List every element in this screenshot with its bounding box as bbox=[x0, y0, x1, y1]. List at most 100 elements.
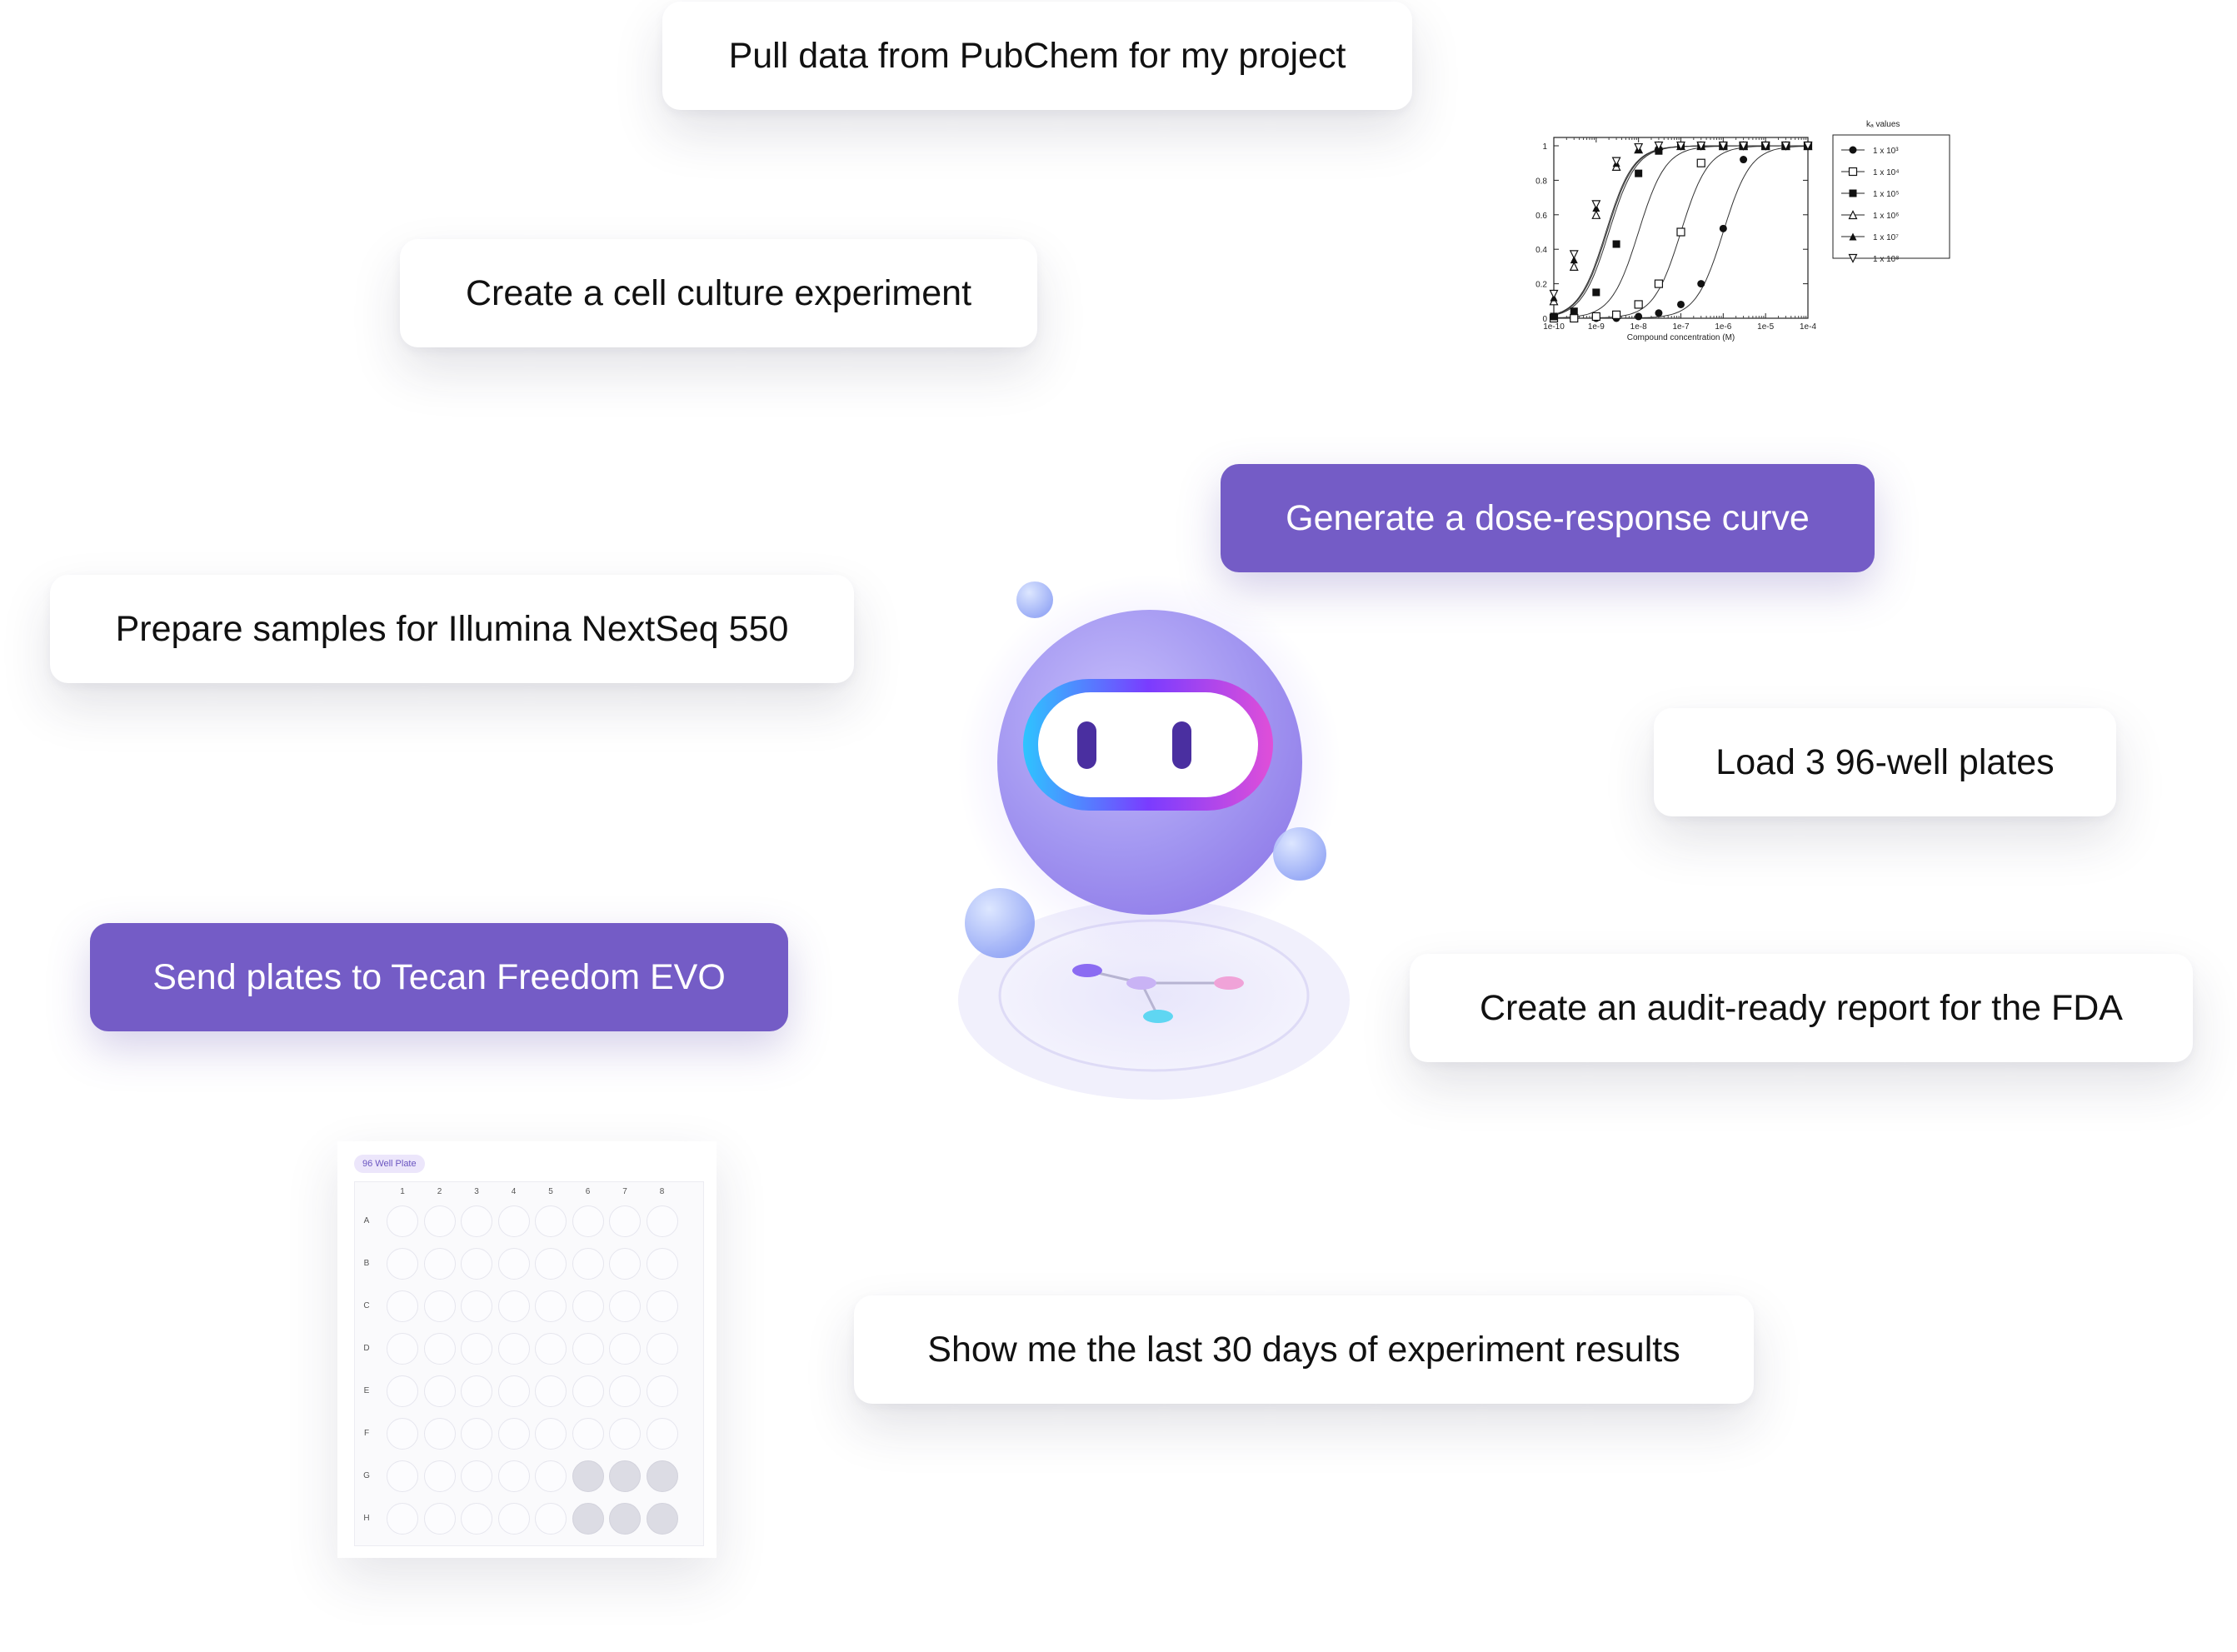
well-B8[interactable] bbox=[646, 1248, 678, 1280]
well-F4[interactable] bbox=[497, 1418, 530, 1450]
well-E8[interactable] bbox=[646, 1375, 678, 1407]
x-tick-label: 1e-5 bbox=[1757, 322, 1774, 332]
well-G3[interactable] bbox=[461, 1460, 492, 1492]
prompt-chip-cell-culture[interactable]: Create a cell culture experiment bbox=[400, 239, 1037, 347]
well-A2[interactable] bbox=[423, 1205, 456, 1237]
well-A1[interactable] bbox=[387, 1205, 418, 1237]
data-point bbox=[1696, 141, 1706, 151]
data-point bbox=[1591, 200, 1601, 210]
well-A7[interactable] bbox=[609, 1205, 641, 1237]
prompt-chip-last-30-days[interactable]: Show me the last 30 days of experiment r… bbox=[854, 1295, 1754, 1404]
well-D5[interactable] bbox=[535, 1333, 567, 1365]
well-C2[interactable] bbox=[423, 1290, 456, 1322]
well-B4[interactable] bbox=[497, 1248, 530, 1280]
well-A8[interactable] bbox=[646, 1205, 678, 1237]
well-G5[interactable] bbox=[535, 1460, 567, 1492]
well-H2[interactable] bbox=[423, 1503, 456, 1535]
legend-label: 1 x 10⁴ bbox=[1873, 168, 1900, 177]
well-A3[interactable] bbox=[461, 1205, 492, 1237]
well-H1[interactable] bbox=[387, 1503, 418, 1535]
well-E6[interactable] bbox=[572, 1375, 604, 1407]
well-B1[interactable] bbox=[387, 1248, 418, 1280]
data-point bbox=[1570, 307, 1578, 316]
well-H4[interactable] bbox=[497, 1503, 530, 1535]
well-E1[interactable] bbox=[387, 1375, 418, 1407]
well-G8[interactable] bbox=[646, 1460, 678, 1492]
well-E3[interactable] bbox=[461, 1375, 492, 1407]
data-point bbox=[1550, 312, 1558, 321]
well-A6[interactable] bbox=[572, 1205, 604, 1237]
data-point bbox=[1569, 250, 1579, 260]
data-point bbox=[1591, 209, 1601, 219]
well-B6[interactable] bbox=[572, 1248, 604, 1280]
well-C3[interactable] bbox=[461, 1290, 492, 1322]
well-F3[interactable] bbox=[461, 1418, 492, 1450]
data-point bbox=[1780, 141, 1790, 151]
well-F6[interactable] bbox=[572, 1418, 604, 1450]
well-D1[interactable] bbox=[387, 1333, 418, 1365]
well-F2[interactable] bbox=[423, 1418, 456, 1450]
well-F5[interactable] bbox=[535, 1418, 567, 1450]
x-tick-label: 1e-7 bbox=[1672, 322, 1689, 332]
plate-row-label: B bbox=[363, 1259, 370, 1268]
well-B2[interactable] bbox=[423, 1248, 456, 1280]
well-E5[interactable] bbox=[535, 1375, 567, 1407]
plate-row-label: F bbox=[363, 1429, 370, 1438]
well-G1[interactable] bbox=[387, 1460, 418, 1492]
well-G6[interactable] bbox=[572, 1460, 604, 1492]
well-C4[interactable] bbox=[497, 1290, 530, 1322]
y-tick-label: 0.6 bbox=[1535, 212, 1547, 221]
prompt-chip-tecan[interactable]: Send plates to Tecan Freedom EVO bbox=[90, 923, 788, 1031]
well-H7[interactable] bbox=[609, 1503, 641, 1535]
prompt-chip-illumina[interactable]: Prepare samples for Illumina NextSeq 550 bbox=[50, 575, 854, 683]
data-point bbox=[1677, 300, 1685, 308]
well-C5[interactable] bbox=[535, 1290, 567, 1322]
data-point bbox=[1549, 289, 1559, 299]
well-G4[interactable] bbox=[497, 1460, 530, 1492]
well-H3[interactable] bbox=[461, 1503, 492, 1535]
well-F7[interactable] bbox=[609, 1418, 641, 1450]
well-A5[interactable] bbox=[535, 1205, 567, 1237]
robot-eye-right bbox=[1172, 721, 1191, 769]
data-point bbox=[1655, 309, 1663, 317]
well-F8[interactable] bbox=[646, 1418, 678, 1450]
well-F1[interactable] bbox=[387, 1418, 418, 1450]
well-H5[interactable] bbox=[535, 1503, 567, 1535]
data-point bbox=[1697, 280, 1705, 288]
prompt-chip-pubchem[interactable]: Pull data from PubChem for my project bbox=[662, 2, 1412, 110]
data-point bbox=[1718, 141, 1728, 151]
well-E4[interactable] bbox=[497, 1375, 530, 1407]
well-G7[interactable] bbox=[609, 1460, 641, 1492]
well-B5[interactable] bbox=[535, 1248, 567, 1280]
prompt-chip-load-plates[interactable]: Load 3 96-well plates bbox=[1654, 708, 2116, 816]
well-plate-badge: 96 Well Plate bbox=[354, 1155, 425, 1173]
plate-row-label: G bbox=[363, 1471, 370, 1480]
well-E2[interactable] bbox=[423, 1375, 456, 1407]
prompt-chip-dose-response[interactable]: Generate a dose-response curve bbox=[1221, 464, 1875, 572]
well-D3[interactable] bbox=[461, 1333, 492, 1365]
well-D8[interactable] bbox=[646, 1333, 678, 1365]
well-E7[interactable] bbox=[609, 1375, 641, 1407]
well-C7[interactable] bbox=[609, 1290, 641, 1322]
well-D6[interactable] bbox=[572, 1333, 604, 1365]
well-G2[interactable] bbox=[423, 1460, 456, 1492]
well-H8[interactable] bbox=[646, 1503, 678, 1535]
well-C1[interactable] bbox=[387, 1290, 418, 1322]
well-D2[interactable] bbox=[423, 1333, 456, 1365]
well-C6[interactable] bbox=[572, 1290, 604, 1322]
data-point bbox=[1803, 141, 1813, 151]
prompt-chip-label: Show me the last 30 days of experiment r… bbox=[927, 1329, 1680, 1370]
legend-label: 1 x 10⁶ bbox=[1873, 212, 1899, 221]
well-B3[interactable] bbox=[461, 1248, 492, 1280]
well-D4[interactable] bbox=[497, 1333, 530, 1365]
y-tick-label: 0.8 bbox=[1535, 177, 1547, 186]
well-C8[interactable] bbox=[646, 1290, 678, 1322]
prompt-chip-fda-report[interactable]: Create an audit-ready report for the FDA bbox=[1410, 954, 2193, 1062]
well-B7[interactable] bbox=[609, 1248, 641, 1280]
x-tick-label: 1e-8 bbox=[1630, 322, 1647, 332]
well-H6[interactable] bbox=[572, 1503, 604, 1535]
plate-row-label: A bbox=[363, 1216, 370, 1225]
well-A4[interactable] bbox=[497, 1205, 530, 1237]
legend-marker bbox=[1849, 189, 1857, 197]
well-D7[interactable] bbox=[609, 1333, 641, 1365]
